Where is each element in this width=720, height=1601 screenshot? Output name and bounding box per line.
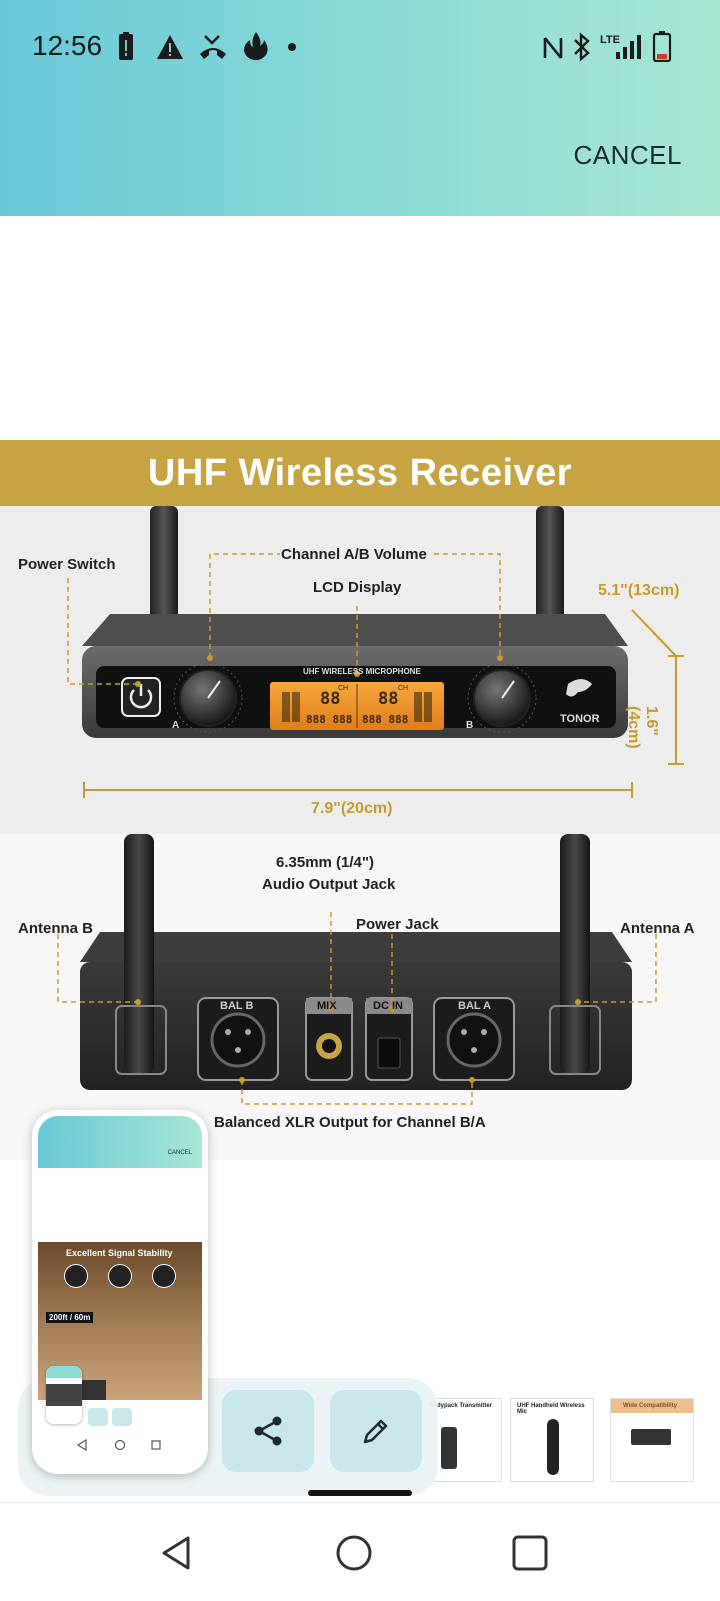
preview-title: Excellent Signal Stability	[66, 1248, 173, 1258]
lcd-heading: UHF WIRELESS MICROPHONE	[303, 667, 421, 676]
lcd-frequency-b: 888 888	[362, 713, 409, 726]
edit-button[interactable]	[330, 1390, 422, 1472]
battery-alert-icon	[119, 32, 133, 60]
back-button[interactable]	[148, 1525, 204, 1581]
height-dimension: 1.6"(4cm)	[625, 706, 660, 749]
thumbnail-compatibility[interactable]: Wide Compatibility	[610, 1398, 694, 1482]
home-button[interactable]	[326, 1525, 382, 1581]
thumbnail-handheld-mic[interactable]: UHF Handheld Wireless Mic	[510, 1398, 594, 1482]
signal-icon	[616, 35, 641, 59]
dc-in-label: DC IN	[373, 1000, 403, 1012]
preview-inner-thumb	[46, 1366, 82, 1424]
mix-label: MIX	[317, 1000, 337, 1012]
lcd-channel-a: CH	[338, 685, 349, 692]
knob-a-label: A	[172, 720, 180, 731]
receiver-front-panel: Power Switch Channel A/B Volume LCD Disp…	[0, 506, 720, 834]
knob-b-label: B	[466, 720, 474, 731]
antenna-b-label: Antenna B	[18, 920, 93, 937]
bal-b-label: BAL B	[220, 1000, 254, 1012]
lcd-segment-b: 88	[378, 689, 399, 709]
lcd-segment-a: 88	[320, 689, 341, 709]
audio-output-label: Audio Output Jack	[262, 876, 396, 893]
antenna-a-label: Antenna A	[620, 920, 695, 937]
edit-pencil-icon	[363, 1419, 388, 1444]
power-switch-label: Power Switch	[18, 556, 116, 573]
header-area: 12:56 LTE	[0, 0, 720, 216]
lcd-channel-b: CH	[398, 685, 409, 692]
image-banner: UHF Wireless Receiver	[0, 440, 720, 506]
missed-call-icon	[200, 35, 226, 59]
app-notification-icon	[244, 32, 268, 61]
product-image: UHF Wireless Receiver	[0, 440, 720, 1160]
balanced-xlr-label: Balanced XLR Output for Channel B/A	[214, 1114, 486, 1131]
recents-square-icon	[512, 1535, 548, 1571]
preview-header: CANCEL	[38, 1116, 202, 1168]
home-circle-icon	[336, 1535, 372, 1571]
lcd-frequency-a: 888 888	[306, 713, 353, 726]
thumbnail-title: UHF Handheld Wireless Mic	[517, 1403, 585, 1415]
bluetooth-icon	[574, 32, 590, 62]
receiver-back-illustration	[57, 834, 657, 1105]
preview-mini-actions	[38, 1406, 202, 1428]
screenshot-preview[interactable]: CANCEL Excellent Signal Stability 200ft …	[32, 1110, 208, 1474]
receiver-back-panel: 6.35mm (1/4") Audio Output Jack Power Ja…	[0, 834, 720, 1160]
warning-icon	[157, 35, 183, 59]
recents-button[interactable]	[502, 1525, 558, 1581]
channel-volume-label: Channel A/B Volume	[281, 546, 427, 563]
share-button[interactable]	[222, 1390, 314, 1472]
depth-dimension: 5.1"(13cm)	[598, 582, 680, 599]
bal-a-label: BAL A	[458, 1000, 491, 1012]
share-icon	[254, 1416, 282, 1446]
network-type: LTE	[600, 34, 620, 46]
preview-mini-nav	[72, 1438, 168, 1452]
brand-logo-text: TONOR	[560, 713, 600, 725]
status-bar: 12:56 LTE	[0, 0, 720, 96]
receiver-front-illustration	[67, 506, 684, 798]
width-dimension: 7.9"(20cm)	[311, 800, 393, 817]
battery-icon	[652, 31, 672, 62]
preview-range: 200ft / 60m	[46, 1312, 94, 1323]
audio-output-size-label: 6.35mm (1/4")	[276, 854, 374, 871]
more-notifications-dot	[288, 43, 296, 51]
lcd-display-label: LCD Display	[313, 579, 402, 596]
cancel-button[interactable]: CANCEL	[573, 140, 682, 170]
navigation-bar	[0, 1502, 720, 1601]
nfc-icon	[543, 37, 563, 59]
back-triangle-icon	[162, 1536, 190, 1570]
preview-cancel: CANCEL	[167, 1150, 192, 1156]
gesture-handle[interactable]	[308, 1490, 412, 1496]
status-time: 12:56	[32, 30, 103, 61]
banner-title: UHF Wireless Receiver	[147, 451, 573, 494]
power-jack-label: Power Jack	[356, 916, 439, 933]
thumbnail-title: Bodypack Transmitter	[429, 1403, 493, 1409]
